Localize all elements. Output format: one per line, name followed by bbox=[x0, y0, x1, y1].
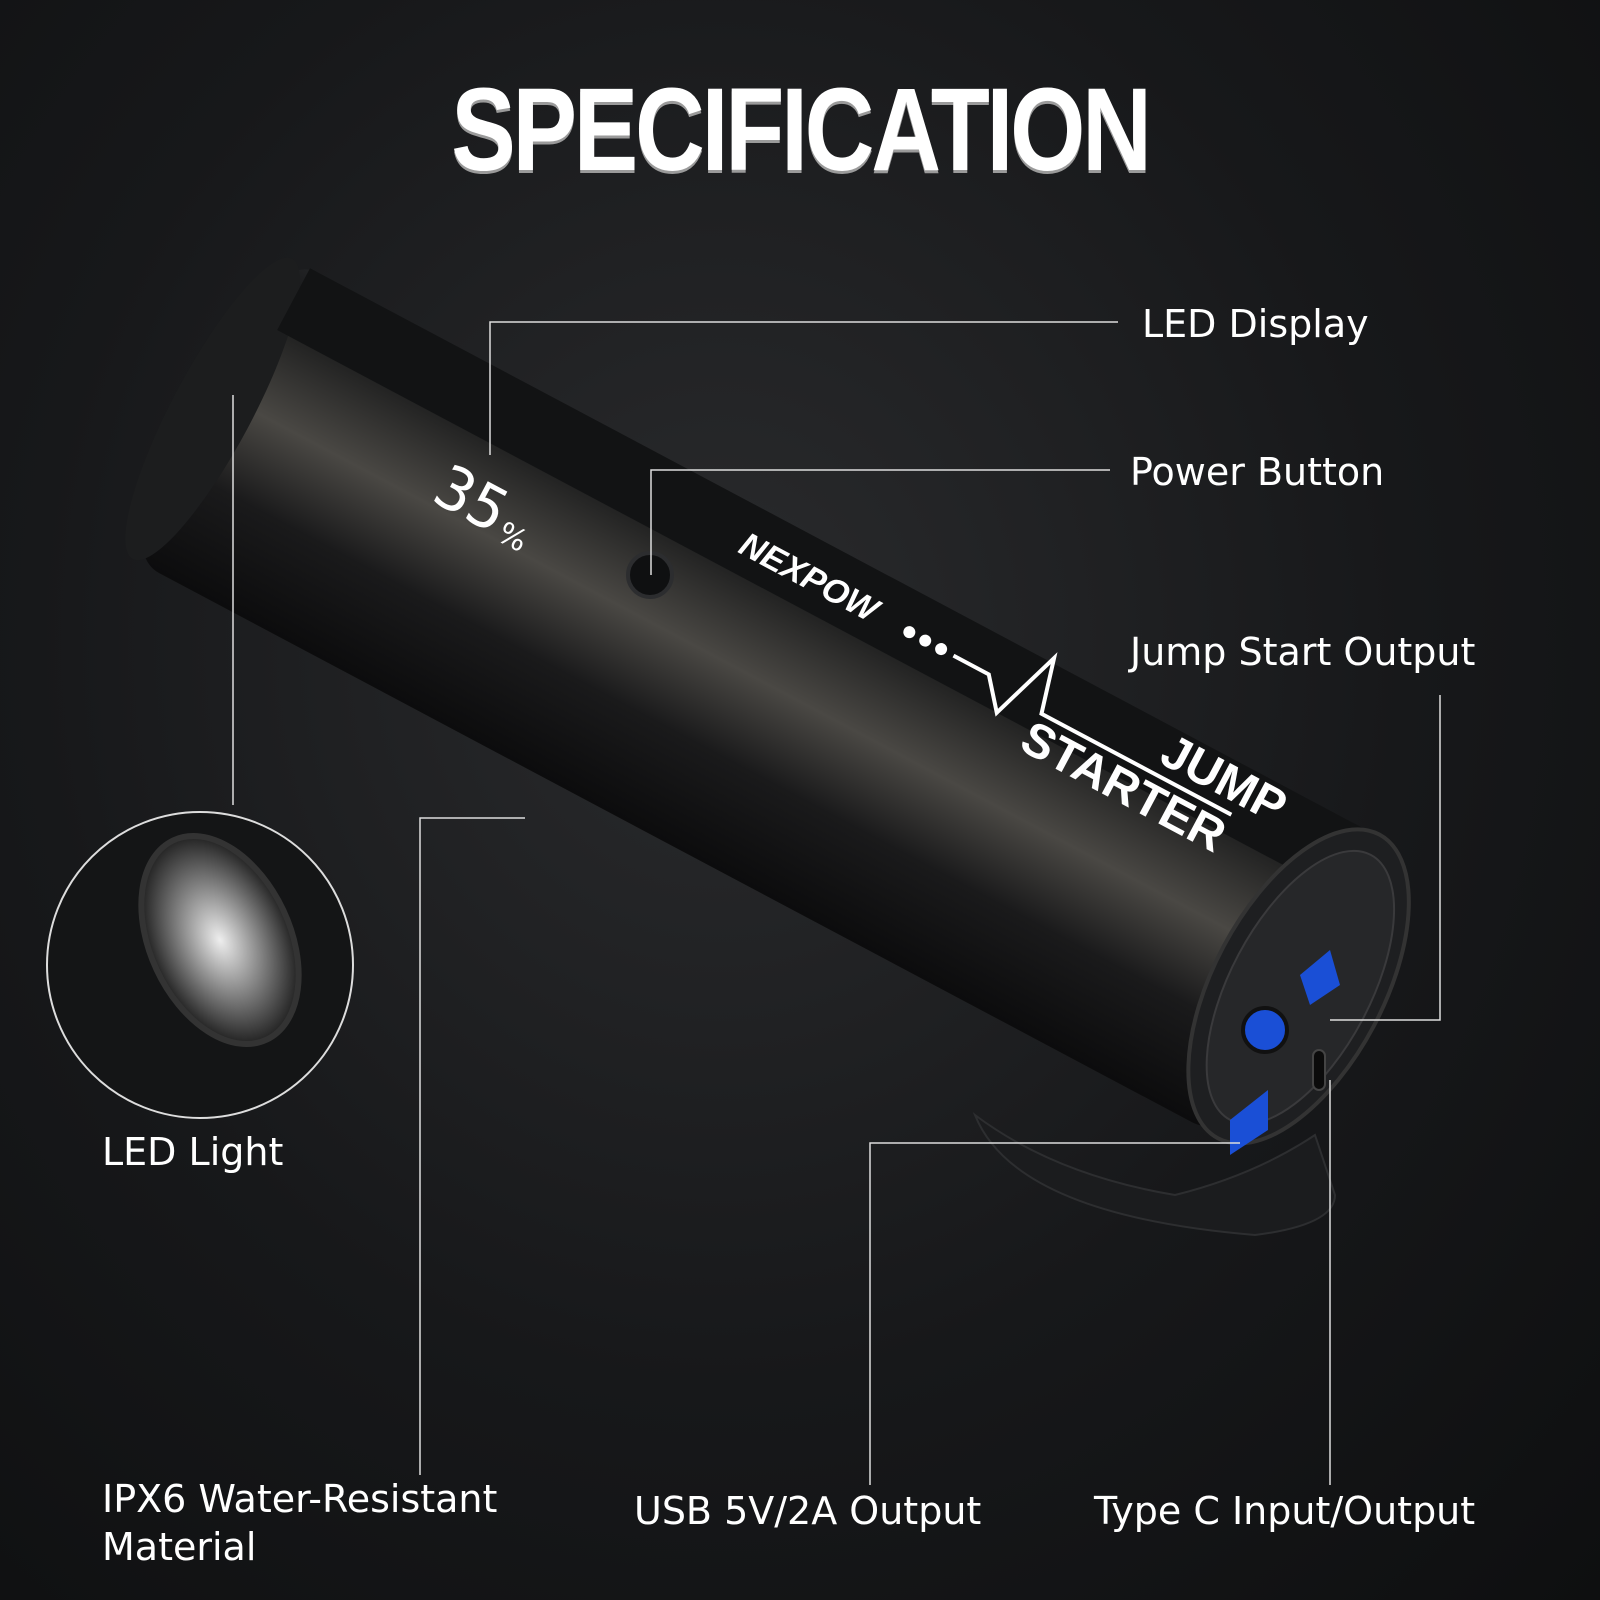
callout-jump-start-output: Jump Start Output bbox=[1130, 630, 1476, 674]
type-c-port bbox=[1312, 1049, 1326, 1091]
stand bbox=[972, 1112, 1337, 1237]
usb-port bbox=[1230, 1090, 1268, 1155]
callout-led-display: LED Display bbox=[1142, 302, 1369, 346]
round-port bbox=[1241, 1006, 1289, 1054]
jump-start-port bbox=[1300, 950, 1340, 1005]
callout-ipx6-line2: Material bbox=[102, 1525, 257, 1569]
callout-type-c: Type C Input/Output bbox=[1094, 1489, 1476, 1533]
callout-usb-output: USB 5V/2A Output bbox=[634, 1489, 982, 1533]
page-title: SPECIFICATION bbox=[451, 64, 1152, 196]
power-button bbox=[626, 551, 674, 599]
callout-ipx6-line1: IPX6 Water-Resistant bbox=[102, 1477, 498, 1521]
jump-starter-body: NEXPOW JUMP STARTER bbox=[125, 257, 1411, 1146]
ports bbox=[1230, 950, 1340, 1155]
callout-power-button: Power Button bbox=[1130, 450, 1385, 494]
callout-led-light: LED Light bbox=[102, 1130, 284, 1174]
pulse-graphic bbox=[903, 626, 1233, 817]
led-light-inset bbox=[46, 811, 354, 1119]
leader-lines bbox=[232, 321, 1441, 1485]
